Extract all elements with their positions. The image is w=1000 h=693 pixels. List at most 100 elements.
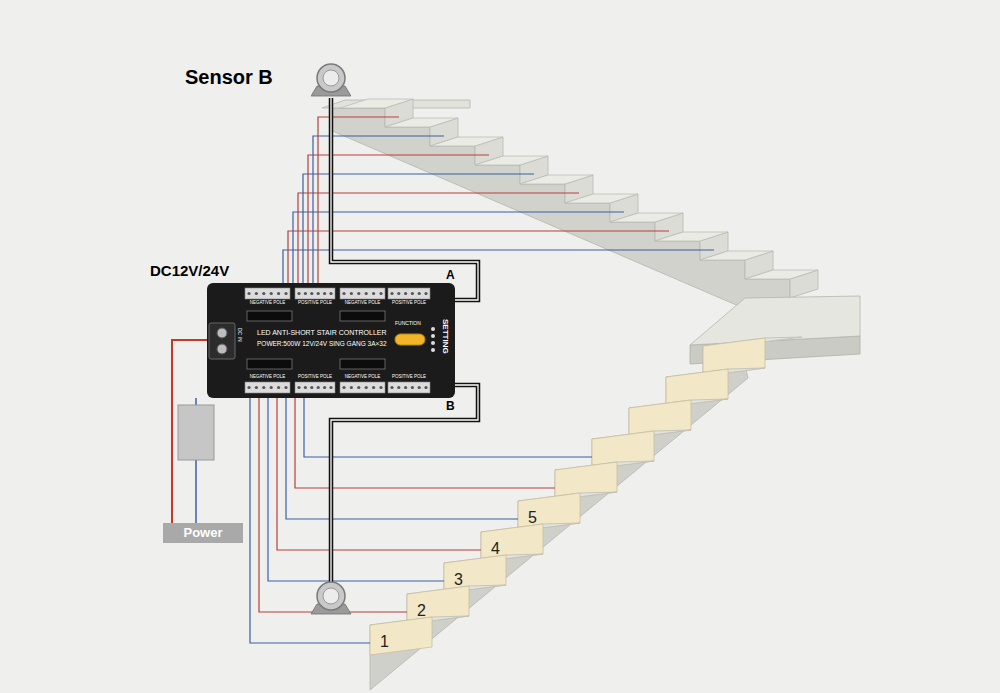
setting-label: SETTING — [440, 319, 449, 354]
terminal-pin — [365, 386, 368, 389]
step-number: 4 — [491, 540, 500, 558]
terminal-pin — [247, 292, 250, 295]
terminal-pin — [390, 292, 393, 295]
terminal-pin — [317, 292, 320, 295]
pin-header — [340, 311, 385, 321]
terminal-strip — [245, 288, 290, 299]
stair-tread — [565, 194, 638, 203]
step-number: 2 — [417, 602, 426, 620]
power-rating: POWER:500W 12V/24V SING GANG 3A×32 — [257, 340, 387, 347]
terminal-pin — [329, 386, 332, 389]
pole-label: POSITIVE POLE — [392, 375, 426, 380]
stair-tread — [610, 213, 683, 222]
stair-tread — [700, 251, 773, 260]
terminal-screw — [217, 328, 227, 338]
terminal-pin — [255, 292, 258, 295]
pole-label: NEGATIVE POLE — [250, 375, 286, 380]
terminal-pin — [424, 292, 427, 295]
port-label: B — [446, 400, 455, 413]
power-box: Power — [163, 523, 243, 543]
sensor-icon-frame — [311, 58, 351, 98]
terminal-strip — [295, 288, 335, 299]
terminal-strip — [388, 288, 430, 299]
step-wire — [277, 390, 481, 550]
stair-tread — [340, 99, 413, 108]
terminal-pin — [277, 386, 280, 389]
step-wire — [295, 390, 555, 488]
terminal-pin — [277, 292, 280, 295]
terminal-pin — [284, 386, 287, 389]
stair-tread — [430, 137, 503, 146]
terminal-pin — [404, 292, 407, 295]
step-wire — [298, 193, 579, 295]
terminal-pin — [397, 292, 400, 295]
sensor-body — [317, 582, 345, 610]
terminal-pin — [317, 386, 320, 389]
screw-terminal — [209, 323, 235, 359]
stair-tread — [745, 270, 818, 279]
terminal-pin — [379, 292, 382, 295]
pole-label: POSITIVE POLE — [298, 301, 332, 306]
pole-label: NEGATIVE POLE — [345, 301, 381, 306]
step-wire — [286, 390, 518, 519]
pin-header — [247, 311, 292, 321]
terminal-pin — [350, 292, 353, 295]
sensor-cable — [331, 98, 478, 300]
terminal-pin — [342, 292, 345, 295]
terminal-pin — [418, 292, 421, 295]
terminal-pin — [372, 292, 375, 295]
motion-sensor-icon — [311, 582, 351, 614]
input-label: DC IN — [237, 328, 243, 342]
pole-label: NEGATIVE POLE — [250, 301, 286, 306]
terminal-pin — [270, 386, 273, 389]
stair-tread — [655, 232, 728, 241]
sensor-cable-core — [331, 98, 478, 300]
terminal-strip — [295, 382, 335, 393]
terminal-pin — [411, 386, 414, 389]
terminal-pin — [372, 386, 375, 389]
terminal-strip — [245, 382, 290, 393]
product-name: LED ANTI-SHORT STAIR CONTROLLER — [257, 329, 387, 337]
terminal-pin — [390, 386, 393, 389]
sensor-label: Sensor B — [185, 66, 273, 88]
terminal-pin — [350, 386, 353, 389]
sensor-cable — [331, 385, 478, 584]
status-led — [431, 348, 435, 352]
step-wiring — [196, 117, 714, 643]
terminal-screw — [217, 344, 227, 354]
terminal-strip — [340, 288, 385, 299]
step-wire — [303, 174, 534, 295]
terminal-pin — [297, 292, 300, 295]
terminal-pin — [365, 292, 368, 295]
sensor-lens — [323, 70, 339, 86]
pole-label: NEGATIVE POLE — [345, 375, 381, 380]
power-wire — [195, 398, 197, 405]
status-led — [431, 327, 435, 331]
motion-sensor-icon — [311, 64, 351, 96]
terminal-pin — [379, 386, 382, 389]
terminal-strip — [388, 382, 430, 393]
step-number: 3 — [454, 571, 463, 589]
stair-slab — [330, 108, 790, 326]
terminal-pin — [310, 386, 313, 389]
sensor-lens — [323, 588, 339, 604]
terminal-pin — [304, 292, 307, 295]
terminal-pin — [323, 386, 326, 389]
lit-stair-riser — [370, 617, 432, 655]
terminal-pin — [284, 292, 287, 295]
terminal-pin — [411, 292, 414, 295]
voltage-label: DC12V/24V — [150, 263, 229, 280]
sensor-cable-core — [331, 385, 478, 584]
step-wire — [304, 390, 592, 457]
terminal-pin — [270, 292, 273, 295]
stair-tread — [385, 118, 458, 127]
connector — [331, 98, 478, 300]
stair-tread — [475, 156, 548, 165]
power-adapter — [178, 405, 214, 460]
power-label: Power — [183, 526, 222, 540]
terminal-pin — [297, 386, 300, 389]
